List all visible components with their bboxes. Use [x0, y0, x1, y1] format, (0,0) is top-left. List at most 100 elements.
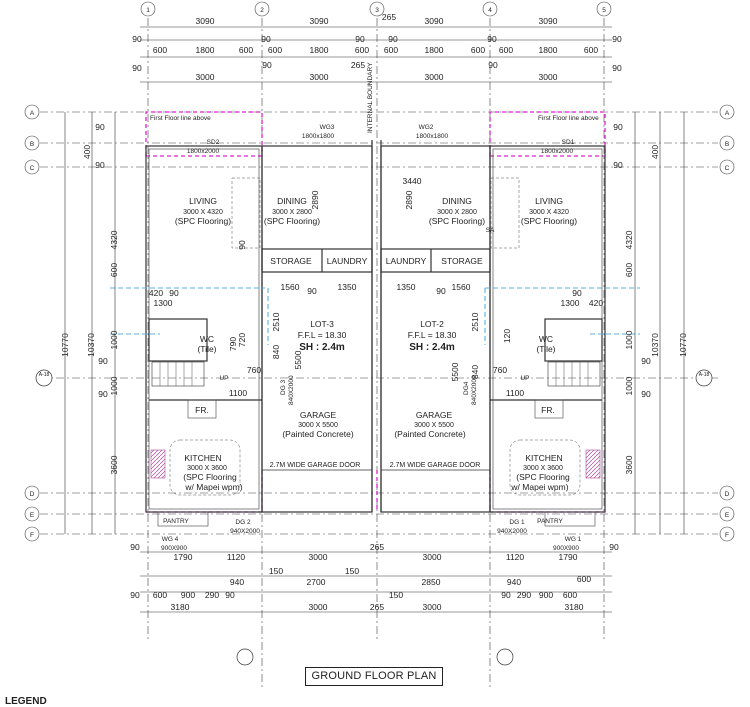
grid-row-d-right: D [725, 491, 730, 498]
left-dimension-lines [64, 112, 116, 534]
section-mark-right: A-18 [699, 372, 710, 378]
hatch-left [150, 449, 166, 479]
dim-bot3-900b: 900 [539, 590, 553, 600]
dim-1350-left: 1350 [338, 282, 357, 292]
dim-top1-e: 3090 [539, 16, 558, 26]
lot2-garage-floor: (Painted Concrete) [394, 429, 466, 439]
stairs [159, 362, 589, 386]
dim-1350-right: 1350 [397, 282, 416, 292]
walls [145, 140, 606, 513]
dim-top2-13: 600 [471, 45, 485, 55]
dim-5500-left: 5500 [293, 350, 303, 369]
dim-2510-left: 2510 [271, 312, 281, 331]
lot2-sh: SH : 2.4m [409, 342, 455, 353]
dim-1560-right: 1560 [452, 282, 471, 292]
lot3-living-size: 3000 X 4320 [183, 209, 223, 216]
lot2-kitchen: KITCHEN [525, 453, 562, 463]
dim-bot4-d: 3000 [423, 602, 442, 612]
lot3-sh: SH : 2.4m [299, 342, 345, 353]
dim-bot1-0: 90 [130, 542, 140, 552]
lot3-kitchen-size: 3000 X 3600 [187, 465, 227, 472]
dim-2510-right: 2510 [470, 312, 480, 331]
dim-top1-b: 3090 [310, 16, 329, 26]
dim-1300-left: 1300 [154, 298, 173, 308]
dim-bot3-90a: 90 [130, 590, 140, 600]
lot3-laundry: LAUNDRY [327, 256, 368, 266]
bottom-section-bubbles [236, 648, 514, 666]
window-wg1-size: 900X900 [553, 545, 579, 552]
dim-top2-16: 1800 [539, 45, 558, 55]
lot3-garage-size: 3000 X 5500 [298, 422, 338, 429]
dim-bot3-290a: 290 [205, 590, 219, 600]
dim-2890-left: 2890 [310, 190, 320, 209]
dim-840-left: 840 [271, 345, 281, 359]
dim-760-left: 760 [247, 365, 261, 375]
lot3-dining: DINING [277, 196, 307, 206]
dim-720: 720 [237, 333, 247, 347]
dim-left-90c: 90 [98, 356, 108, 366]
lot3-ffl: F.F.L = 18.30 [298, 330, 347, 340]
lot2-garage-door: 2.7M WIDE GARAGE DOOR [390, 462, 481, 469]
dim-top2-12: 1800 [425, 45, 444, 55]
grid-row-c-right: C [725, 165, 730, 172]
lot2-living-size: 3000 X 4320 [529, 209, 569, 216]
dim-top3-90d: 90 [612, 63, 622, 73]
dim-5500-right: 5500 [450, 362, 460, 381]
dim-bot1-2: 1120 [227, 552, 246, 562]
lot2-pantry: PANTRY [537, 518, 563, 525]
dim-top2-7: 600 [355, 45, 369, 55]
lot2-storage: STORAGE [441, 256, 483, 266]
dim-top3-b: 3000 [310, 72, 329, 82]
dim-overall-10770-right: 10770 [678, 333, 688, 357]
lot2-wc-floor: (Tile) [536, 344, 555, 354]
grid-row-c-left: C [30, 165, 35, 172]
lot2-kitchen-floor2: w/ Mapei wpm) [510, 482, 568, 492]
dim-left-90b: 90 [95, 160, 105, 170]
dim-top1-d: 3090 [425, 16, 444, 26]
dim-top3-90b: 90 [262, 60, 272, 70]
dim-90-left: 90 [307, 286, 317, 296]
dim-3440: 3440 [403, 176, 422, 186]
dim-left-1000b: 1000 [109, 376, 119, 395]
dim-bot2-2850: 2850 [422, 577, 441, 587]
dim-top2-0: 90 [132, 34, 142, 44]
dim-bot1-8: 90 [609, 542, 619, 552]
grid-col-4: 4 [488, 7, 492, 14]
dim-top3-a: 3000 [196, 72, 215, 82]
dim-bot1-7: 1790 [559, 552, 578, 562]
grid-col-1: 1 [146, 7, 150, 14]
dim-90-hall-right: 90 [572, 288, 582, 298]
window-wg2-size: 1800x1800 [416, 133, 449, 140]
legend-heading: LEGEND [5, 696, 47, 707]
dim-right-4320: 4320 [624, 230, 634, 249]
lot3-pantry: PANTRY [163, 518, 189, 525]
dim-right-400: 400 [650, 145, 660, 159]
lot2-living-floor: (SPC Flooring) [521, 216, 577, 226]
drawing-title: GROUND FLOOR PLAN [305, 667, 443, 686]
dim-top2-14: 90 [487, 34, 497, 44]
grid-col-5: 5 [602, 7, 606, 14]
lot2-wc: WC [539, 334, 553, 344]
door-dg4-size: 840X2000 [471, 375, 478, 405]
dim-top2-8: 90 [355, 34, 365, 44]
dim-overall-10370-right: 10370 [650, 333, 660, 357]
dim-top2-11: 600 [384, 45, 398, 55]
window-sd1-size: 1800x2000 [541, 148, 574, 155]
dim-right-3600: 3600 [624, 455, 634, 474]
window-wg3: WG3 [320, 124, 335, 131]
grid-row-f-right: F [725, 532, 729, 539]
window-wg3-size: 1800x1800 [302, 133, 335, 140]
dim-790: 790 [228, 337, 238, 351]
dim-top2-17: 600 [584, 45, 598, 55]
lot3-wc: WC [200, 334, 214, 344]
dim-120-right: 120 [502, 329, 512, 343]
window-sd2-size: 1800x2000 [187, 148, 220, 155]
dim-bot3-900a: 900 [181, 590, 195, 600]
dim-bot4-b: 3000 [309, 602, 328, 612]
kitchen-benches [157, 399, 596, 527]
lot2-rooms: LIVING 3000 X 4320 (SPC Flooring) DINING… [386, 196, 578, 525]
dim-bot3-290b: 290 [517, 590, 531, 600]
window-sd2: SD2 [207, 139, 220, 146]
dim-bot2-940b: 940 [507, 577, 521, 587]
lot2-dining-floor: (SPC Flooring) [429, 216, 485, 226]
